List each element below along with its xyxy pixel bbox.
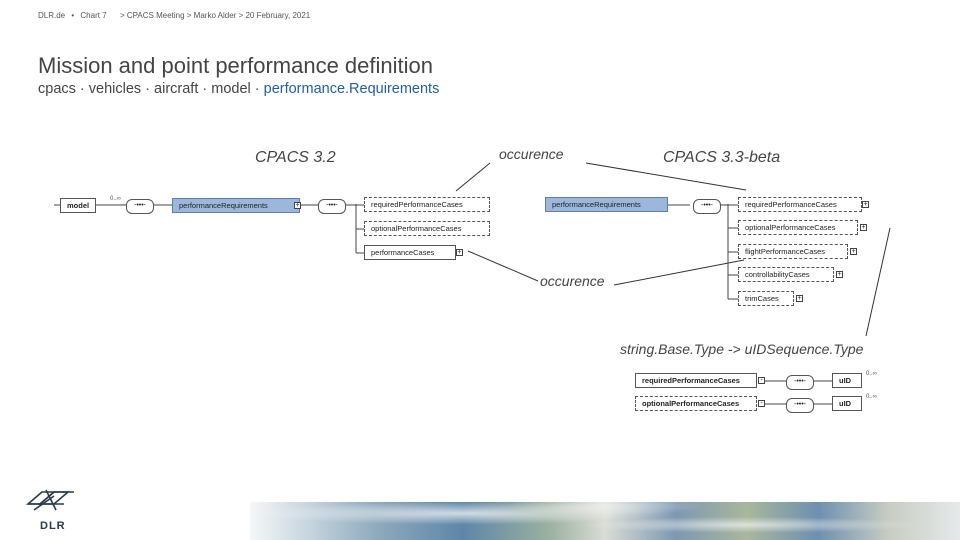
type-change-label: string.Base.Type -> uIDSequence.Type xyxy=(620,341,864,357)
node-bottom-required-cases[interactable]: requiredPerformanceCases xyxy=(635,373,757,388)
sequence-connector: -•••- xyxy=(786,375,814,390)
version-label-3-2: CPACS 3.2 xyxy=(255,149,336,166)
node-left-required-cases[interactable]: requiredPerformanceCases xyxy=(364,197,490,212)
occurence-label-top: occurence xyxy=(499,146,564,162)
expand-icon[interactable]: - xyxy=(758,377,765,384)
version-label-3-3-beta: CPACS 3.3-beta xyxy=(663,149,781,166)
separator: • xyxy=(71,11,75,20)
expand-icon[interactable]: + xyxy=(796,295,803,302)
node-performance-requirements-right[interactable]: performanceRequirements xyxy=(545,197,668,212)
dlr-logo-icon xyxy=(25,489,74,511)
node-left-optional-cases[interactable]: optionalPerformanceCases xyxy=(364,221,490,236)
node-right-trim-cases[interactable]: trimCases xyxy=(738,291,794,306)
sequence-connector: -•••- xyxy=(693,199,721,214)
header-meta: > CPACS Meeting > Marko Alder > 20 Febru… xyxy=(120,11,311,20)
node-performance-requirements-left[interactable]: performanceRequirements xyxy=(172,198,300,213)
chart-number: Chart 7 xyxy=(80,11,107,20)
node-bottom-optional-cases[interactable]: optionalPerformanceCases xyxy=(635,396,757,411)
expand-icon[interactable]: + xyxy=(860,224,867,231)
node-right-controllability-cases[interactable]: controllabilityCases xyxy=(738,267,834,282)
node-right-optional-cases[interactable]: optionalPerformanceCases xyxy=(738,220,858,235)
sequence-connector: -•••- xyxy=(318,199,346,214)
occurence-label-mid: occurence xyxy=(540,273,605,289)
node-uid-1[interactable]: uID xyxy=(832,373,862,388)
sequence-connector: -•••- xyxy=(786,398,814,413)
expand-icon[interactable]: - xyxy=(758,400,765,407)
breadcrumb: cpacs · vehicles · aircraft · model · pe… xyxy=(38,81,439,97)
node-uid-2[interactable]: uID xyxy=(832,396,862,411)
breadcrumb-highlight: performance.Requirements xyxy=(263,81,440,97)
sequence-connector: -•••- xyxy=(126,199,154,214)
node-model[interactable]: model xyxy=(60,198,96,213)
breadcrumb-path: cpacs · vehicles · aircraft · model · xyxy=(38,81,264,97)
node-left-performance-cases[interactable]: performanceCases xyxy=(364,245,456,260)
header-source: DLR.de • Chart 7 xyxy=(38,11,107,20)
multiplicity-annotation: 0..∞ xyxy=(866,371,877,377)
source-text: DLR.de xyxy=(38,11,66,20)
node-right-flight-cases[interactable]: flightPerformanceCases xyxy=(738,244,848,259)
expand-icon[interactable]: + xyxy=(836,271,843,278)
dlr-logo-text: DLR xyxy=(40,520,66,532)
footer-cloud-overlay xyxy=(250,502,960,540)
expand-icon[interactable]: + xyxy=(294,202,301,209)
node-right-required-cases[interactable]: requiredPerformanceCases xyxy=(738,197,862,212)
page-title: Mission and point performance definition xyxy=(38,53,434,78)
expand-icon[interactable]: + xyxy=(862,201,869,208)
multiplicity-annotation: 0..∞ xyxy=(866,394,877,400)
expand-icon[interactable]: + xyxy=(456,249,463,256)
expand-icon[interactable]: + xyxy=(850,248,857,255)
multiplicity-annotation: 0..∞ xyxy=(110,196,121,202)
